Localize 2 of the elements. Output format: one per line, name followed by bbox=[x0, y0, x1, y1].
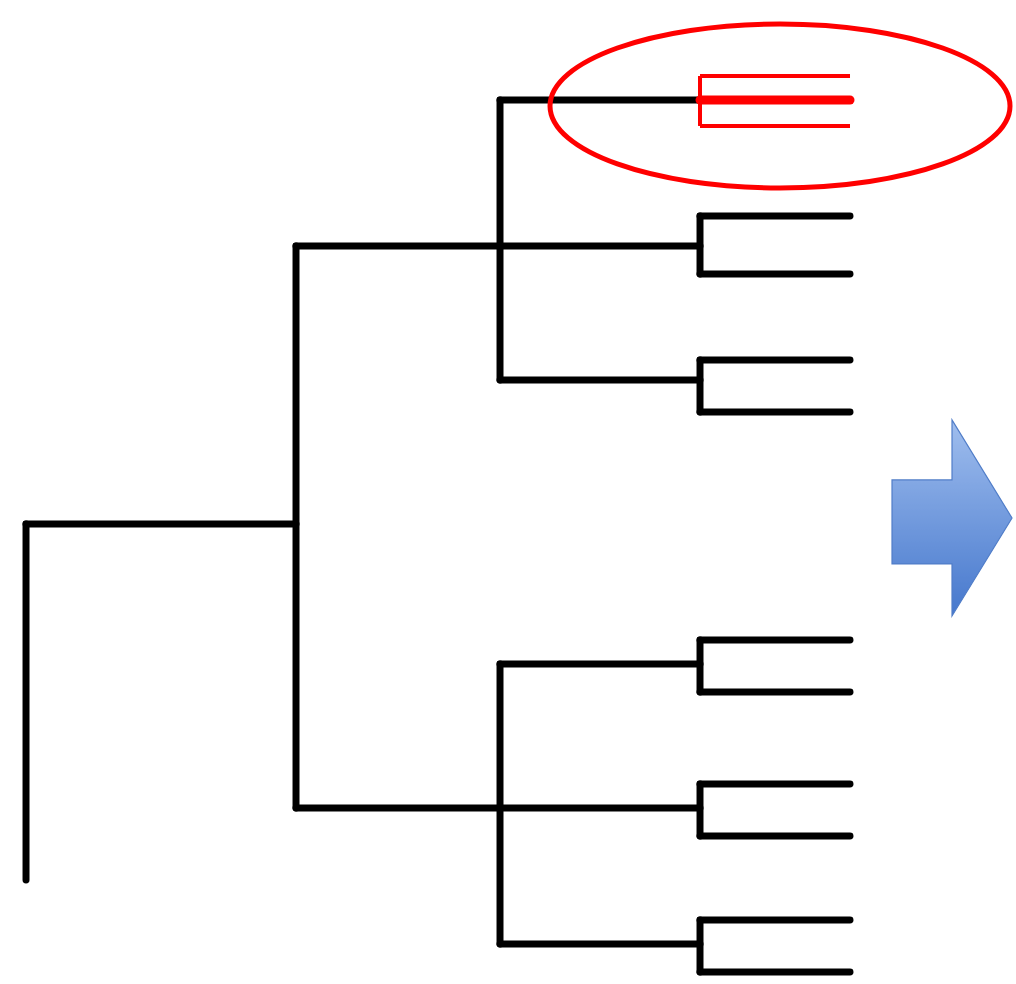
dendrogram-drawing bbox=[22, 74, 855, 976]
highlight-ellipse bbox=[547, 21, 1013, 191]
